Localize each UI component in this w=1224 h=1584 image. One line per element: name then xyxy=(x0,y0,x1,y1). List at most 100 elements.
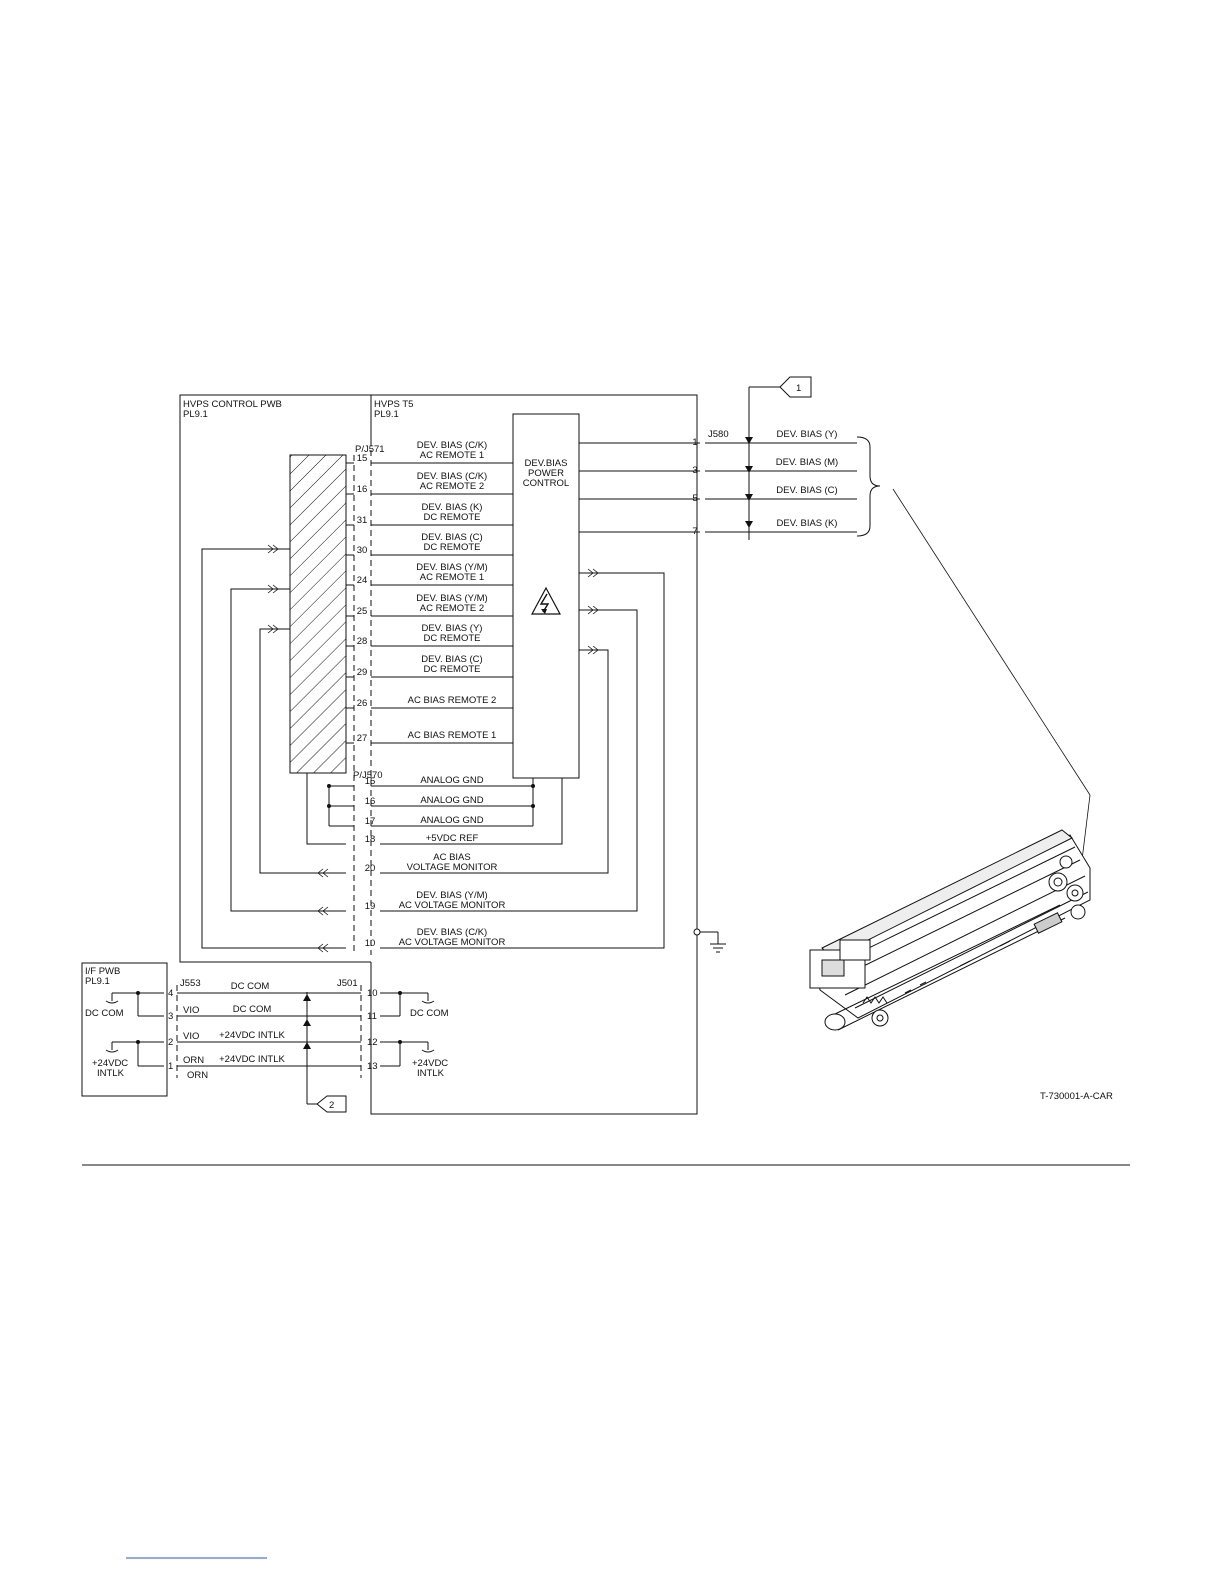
pj571-signal-line2: DC REMOTE xyxy=(424,633,481,644)
pj571-pin: 24 xyxy=(357,575,368,586)
j501-pin: 11 xyxy=(367,1011,377,1022)
callout-2: 2 xyxy=(316,1095,347,1113)
j553-pin: 4 xyxy=(168,988,173,999)
j580-label: J580 xyxy=(708,429,729,440)
callout-1: 1 xyxy=(779,376,812,398)
analog-gnd-bus xyxy=(306,773,563,845)
wire-color-code: ORN xyxy=(187,1070,208,1081)
pj571-pin: 28 xyxy=(357,636,368,647)
left-intlk-label-1: +24VDC xyxy=(92,1058,128,1069)
pj571-pin: 29 xyxy=(357,667,368,678)
pj571-pin: 31 xyxy=(357,515,368,526)
pj571-signal-line1: DEV. BIAS (Y/M) xyxy=(416,562,487,573)
hvps-t5-title: HVPS T5 xyxy=(374,399,413,410)
direction-chevron-icon xyxy=(267,584,279,594)
pj571-pin: 25 xyxy=(357,606,368,617)
svg-text:2: 2 xyxy=(329,1100,334,1111)
svg-text:1: 1 xyxy=(796,383,801,394)
pj571-signal-line1: DEV. BIAS (K) xyxy=(422,502,483,513)
pj570-signal-line2: AC VOLTAGE MONITOR xyxy=(399,937,506,948)
power-control-line-2: POWER xyxy=(528,468,564,479)
pj571-pin: 30 xyxy=(357,545,368,556)
harness-test-points: 2 xyxy=(303,992,347,1113)
pj571-signal-line1: DEV. BIAS (C/K) xyxy=(417,471,487,482)
pj570-signal-line2: AC VOLTAGE MONITOR xyxy=(399,900,506,911)
j501-pin: 13 xyxy=(367,1061,378,1072)
pj571-signal-line1: DEV. BIAS (C) xyxy=(421,532,482,543)
right-intlk-label-1: +24VDC xyxy=(412,1058,448,1069)
j501-pin: 10 xyxy=(367,988,378,999)
j580-pin: 5 xyxy=(692,493,697,504)
j580-signal: DEV. BIAS (Y) xyxy=(777,429,838,440)
pj571-signal-line1: DEV. BIAS (C/K) xyxy=(417,440,487,451)
pj570-signal-line2: ANALOG GND xyxy=(420,775,483,786)
if-pwb-pl: PL9.1 xyxy=(85,976,110,987)
left-intlk-label-2: INTLK xyxy=(97,1068,125,1079)
pj571-signal-line2: DC REMOTE xyxy=(424,664,481,675)
ground-terminal xyxy=(693,928,701,936)
hvps-control-title: HVPS CONTROL PWB xyxy=(183,399,282,410)
figure-id: T-730001-A-CAR xyxy=(1040,1091,1113,1102)
high-voltage-icon xyxy=(530,586,562,615)
pj571-signal-line2: AC BIAS REMOTE 1 xyxy=(408,730,497,741)
pj571-signal-line1: DEV. BIAS (Y/M) xyxy=(416,593,487,604)
j580-signal: DEV. BIAS (K) xyxy=(777,518,838,529)
right-dc-com-label: DC COM xyxy=(410,1008,449,1019)
right-intlk-ground: +24VDC INTLK xyxy=(380,1040,448,1079)
pj571-label: P/J571 xyxy=(355,444,385,455)
hvps-t5-pl: PL9.1 xyxy=(374,409,399,420)
pj570-label: P/J570 xyxy=(353,770,383,781)
wire-color-code: VIO xyxy=(183,1005,199,1016)
pj570-signal-line1: DEV. BIAS (C/K) xyxy=(417,927,487,938)
pj570-pin: 17 xyxy=(365,816,376,827)
wire-color-code: ORN xyxy=(183,1055,204,1066)
j553-pin: 2 xyxy=(168,1037,173,1048)
direction-chevron-icon xyxy=(317,943,329,953)
pj571-pin: 15 xyxy=(357,453,368,464)
pj570-pin: 10 xyxy=(365,938,376,949)
pj570-signal-line1: AC BIAS xyxy=(433,852,471,863)
right-dc-com-ground: DC COM xyxy=(380,991,449,1019)
wire-color-code: VIO xyxy=(183,1031,199,1042)
pj570-pin: 18 xyxy=(365,834,376,845)
direction-chevron-icon xyxy=(267,624,279,634)
dev-bias-power-control: DEV.BIAS POWER CONTROL xyxy=(512,413,580,779)
direction-chevron-icon xyxy=(587,645,599,655)
hvps-control-ic xyxy=(289,454,347,774)
if-pwb: I/F PWB PL9.1 J553 J501 xyxy=(81,962,362,1097)
j580-signal: DEV. BIAS (C) xyxy=(776,485,837,496)
direction-chevron-icon xyxy=(317,906,329,916)
if-pwb-title: I/F PWB xyxy=(85,966,120,977)
pj570-pin: 16 xyxy=(365,796,376,807)
pj570-pin: 19 xyxy=(365,901,376,912)
pj571-signal-line1: DEV. BIAS (C) xyxy=(421,654,482,665)
chassis-ground-icon xyxy=(700,931,726,953)
j580-pin: 7 xyxy=(692,526,697,537)
left-intlk-ground: +24VDC INTLK xyxy=(92,1040,164,1079)
pj571-signal-line1: DEV. BIAS (Y) xyxy=(422,623,483,634)
if-signal: DC COM xyxy=(231,981,270,992)
power-control-line-1: DEV.BIAS xyxy=(525,458,568,469)
j501-pin: 12 xyxy=(367,1037,378,1048)
j553-pin: 1 xyxy=(168,1061,173,1072)
if-signal: +24VDC INTLK xyxy=(219,1030,285,1041)
pj571-pin: 26 xyxy=(357,698,368,709)
right-intlk-label-2: INTLK xyxy=(417,1068,445,1079)
left-dc-com-ground: DC COM xyxy=(85,991,164,1019)
left-dc-com-label: DC COM xyxy=(85,1008,124,1019)
pj571-signal-line2: AC REMOTE 1 xyxy=(420,572,484,583)
hvps-control-pwb: HVPS CONTROL PWB PL9.1 xyxy=(179,394,371,963)
pj571-signal-line2: DC REMOTE xyxy=(424,542,481,553)
pj570-signal-line2: ANALOG GND xyxy=(420,815,483,826)
leader-line-end xyxy=(1081,794,1091,861)
power-control-line-3: CONTROL xyxy=(523,478,569,489)
pj570-signal-line2: ANALOG GND xyxy=(420,795,483,806)
pj571-signal-line2: AC REMOTE 1 xyxy=(420,450,484,461)
leader-line xyxy=(892,488,1091,796)
hvps-control-pl: PL9.1 xyxy=(183,409,208,420)
if-signal: DC COM xyxy=(233,1004,272,1015)
